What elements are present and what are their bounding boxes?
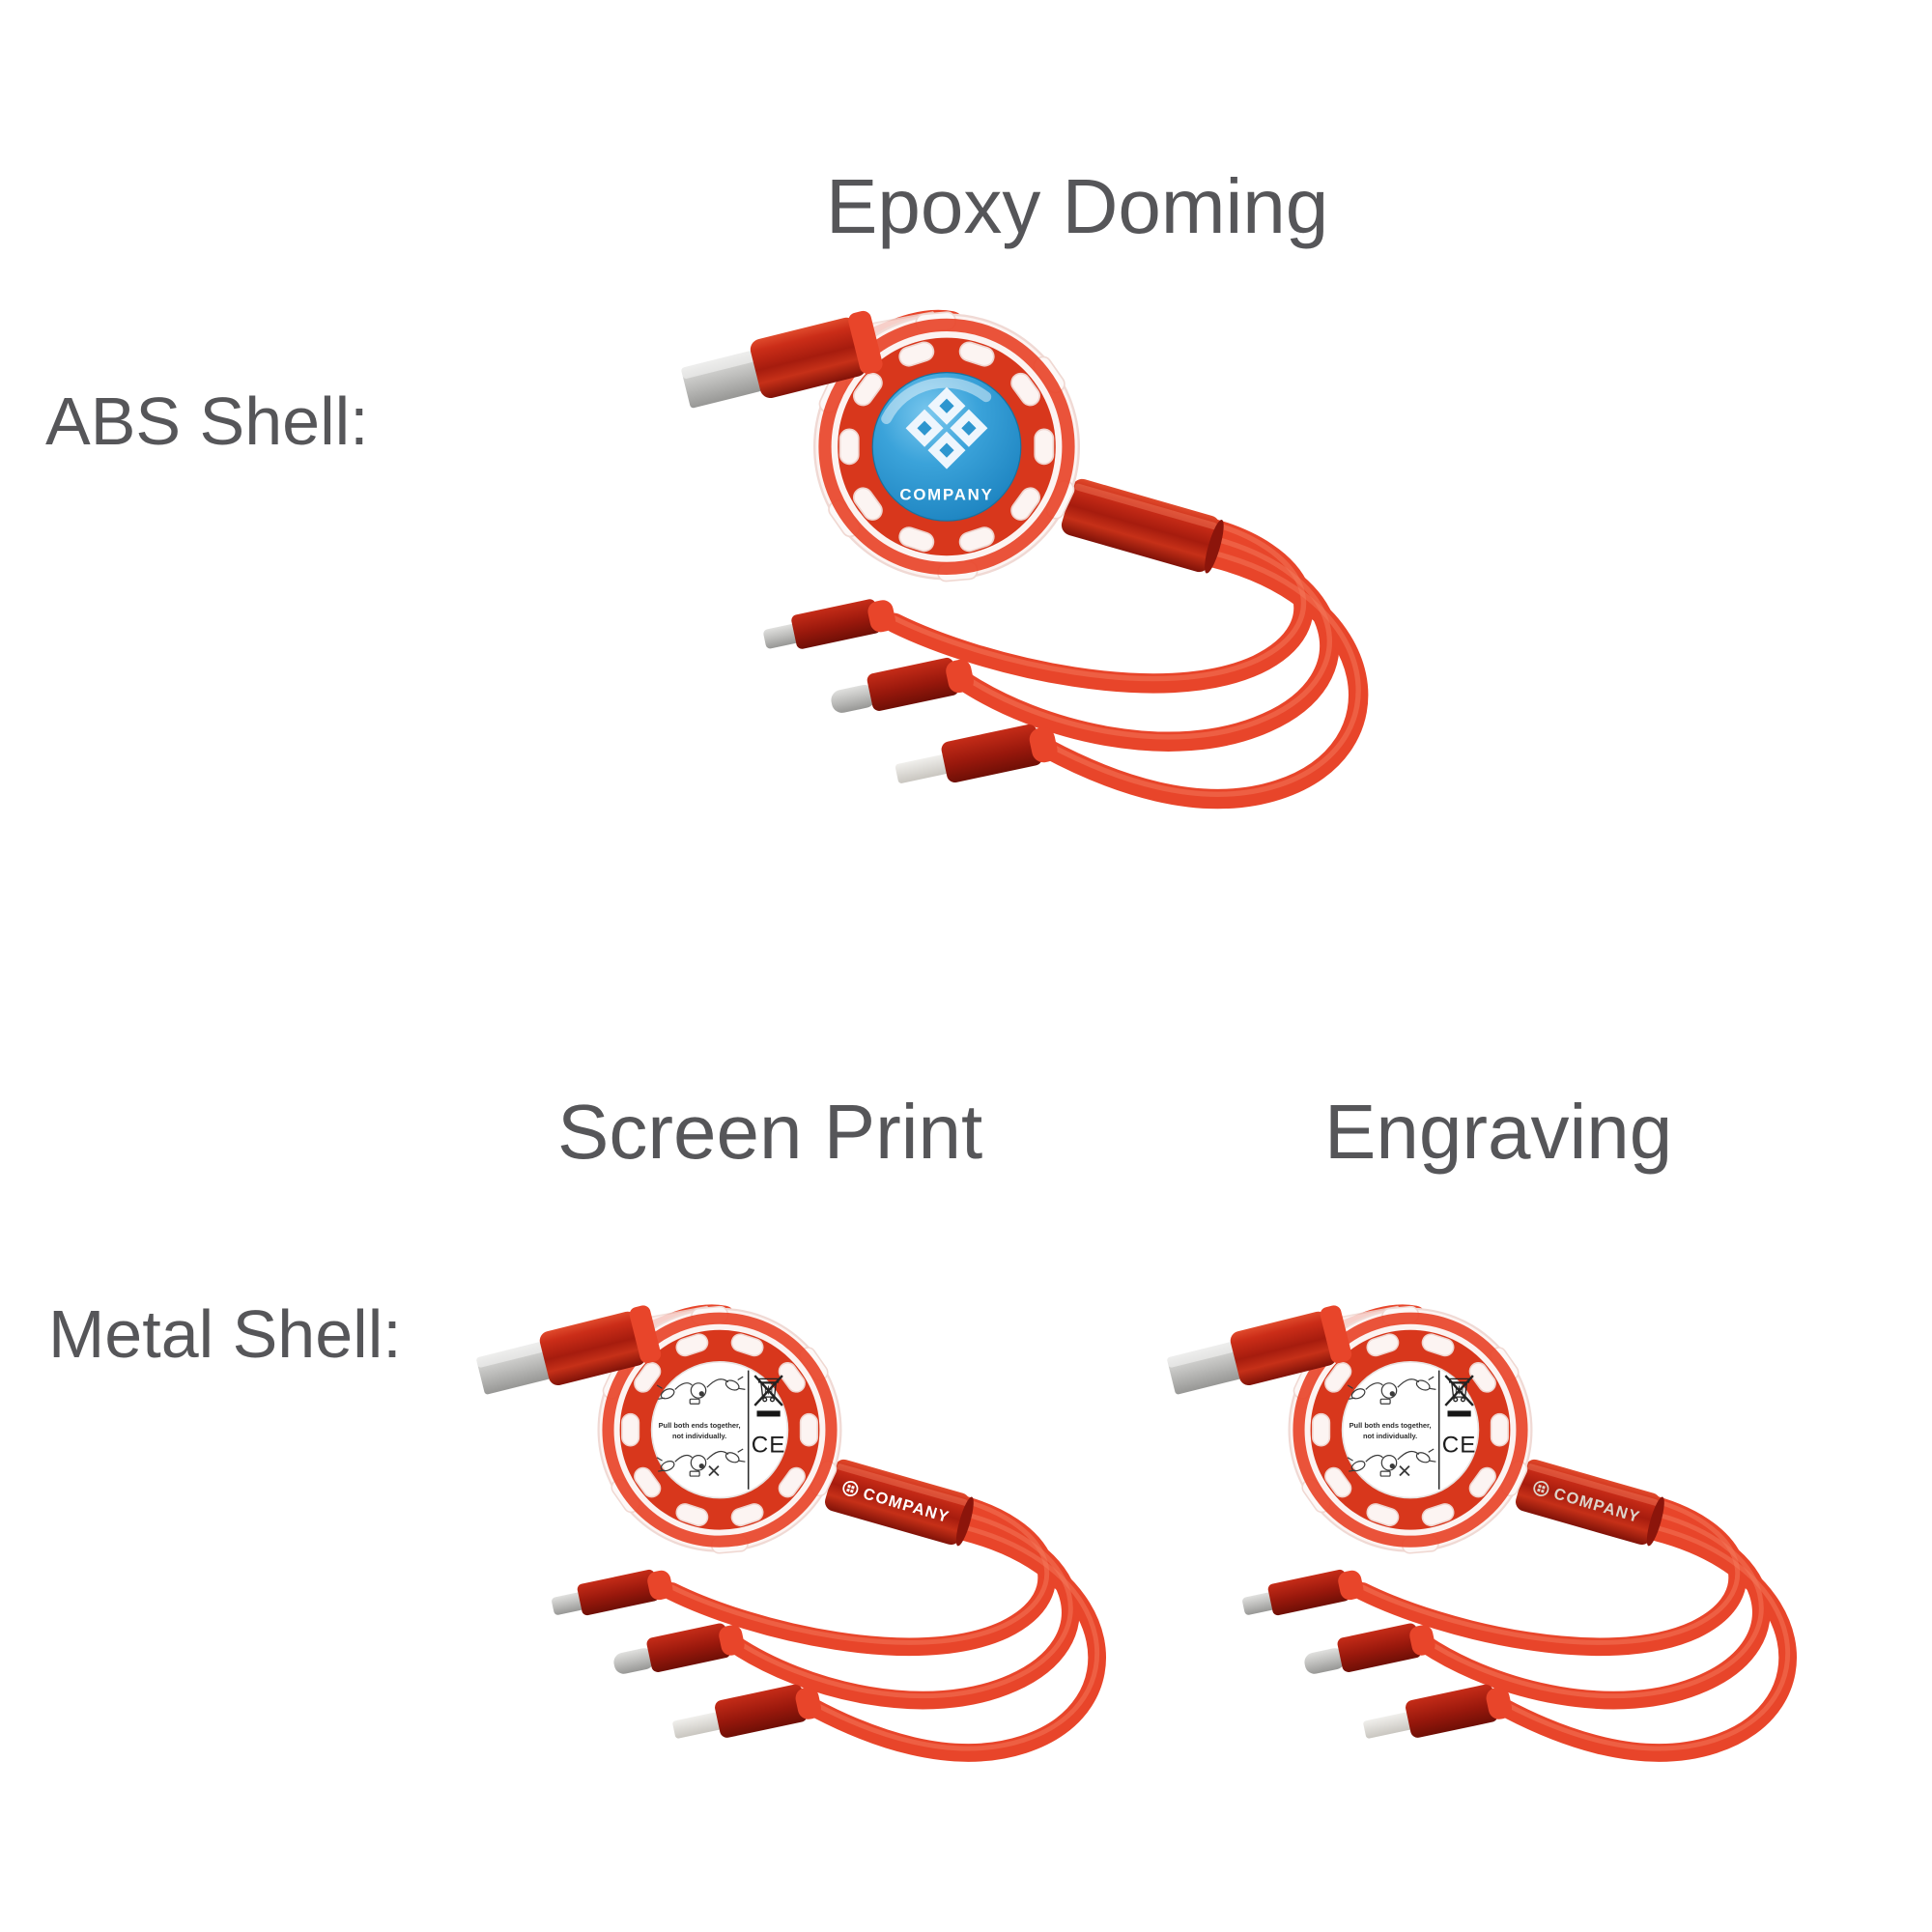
instruction-line-2: not individually. <box>1363 1432 1417 1440</box>
cable-highlight <box>1499 1524 1791 1751</box>
cable-highlight <box>809 1524 1100 1751</box>
branding-sleeve: COMPANY <box>1516 1459 1664 1547</box>
usb-a-connector <box>476 1305 662 1395</box>
wound-cable-ring <box>1293 1312 1528 1548</box>
micro-usb-connector <box>763 599 895 649</box>
wound-cable-ring <box>602 1312 838 1548</box>
lightning-cable <box>802 1522 1106 1762</box>
cable-loops <box>884 515 1369 810</box>
cable-highlight <box>1043 551 1361 797</box>
cable-highlight <box>730 1510 1073 1699</box>
usb-a-tip <box>1167 1342 1241 1395</box>
micro-usb-connector <box>552 1569 673 1616</box>
usb-a-tip <box>476 1342 551 1395</box>
cable-loops <box>1353 1492 1797 1762</box>
cable-highlight <box>892 518 1307 682</box>
usb-a-connector <box>681 310 883 409</box>
branding-sleeve: COMPANY <box>1061 478 1224 574</box>
pull-illustration-top <box>1347 1376 1436 1405</box>
lightning-connector <box>1363 1684 1513 1739</box>
row-label-metal-shell: Metal Shell: <box>48 1296 402 1372</box>
lightning-connector <box>672 1684 822 1739</box>
usb-a-sleeve <box>1230 1311 1337 1386</box>
instruction-line-1: Pull both ends together, <box>659 1421 741 1430</box>
title-engraving: Engraving <box>1324 1089 1673 1175</box>
usb-a-sleeve <box>750 317 867 399</box>
instruction-line-1: Pull both ends together, <box>1350 1421 1432 1430</box>
charging-cable-product: COMPANY <box>476 1304 1106 1762</box>
usb-a-sleeve <box>539 1311 646 1386</box>
row-label-abs-shell: ABS Shell: <box>45 384 369 459</box>
epoxy-dome: COMPANY <box>871 372 1022 522</box>
pull-illustration-bottom <box>656 1448 746 1477</box>
cable-highlight <box>669 1495 1049 1645</box>
cable-highlight <box>1421 1510 1764 1699</box>
black-bar <box>756 1410 781 1417</box>
usb-c-connector <box>831 657 974 713</box>
product-image-engraving: COMPANY <box>1145 1258 1889 1810</box>
branding-sleeve: COMPANY <box>825 1459 974 1547</box>
weee-icon <box>1444 1375 1474 1406</box>
product-image-epoxy-doming: COMPANY <box>657 259 1468 862</box>
pull-illustration-bottom <box>1347 1448 1436 1477</box>
weee-icon <box>753 1375 783 1406</box>
charging-cable-product: COMPANY <box>681 309 1369 810</box>
charging-cable-product: COMPANY <box>1167 1304 1797 1762</box>
ce-mark: CE <box>752 1432 786 1458</box>
ce-mark: CE <box>1442 1432 1477 1458</box>
usb-a-connector <box>1167 1305 1352 1395</box>
pull-illustration-top <box>656 1376 746 1405</box>
company-logo-icon <box>1533 1480 1549 1497</box>
product-image-screen-print: COMPANY <box>454 1258 1198 1810</box>
instruction-label: Pull both ends together, not individuall… <box>1341 1360 1480 1499</box>
cable-highlight <box>1360 1495 1740 1645</box>
dome-brand-text: COMPANY <box>899 486 993 504</box>
micro-usb-connector <box>1242 1569 1364 1616</box>
title-epoxy-doming: Epoxy Doming <box>826 163 1329 249</box>
company-logo-icon <box>842 1480 859 1497</box>
usb-c-connector <box>1304 1623 1435 1674</box>
instruction-line-2: not individually. <box>672 1432 726 1440</box>
black-bar <box>1447 1410 1471 1417</box>
lightning-connector <box>895 724 1058 783</box>
title-screen-print: Screen Print <box>557 1089 983 1175</box>
cable-loops <box>663 1492 1106 1762</box>
lightning-cable <box>1492 1522 1797 1762</box>
wound-cable-ring <box>818 318 1075 575</box>
cable-highlight <box>958 534 1332 740</box>
usb-c-connector <box>613 1623 745 1674</box>
usb-a-tip <box>681 351 762 409</box>
instruction-label: Pull both ends together, not individuall… <box>650 1360 789 1499</box>
